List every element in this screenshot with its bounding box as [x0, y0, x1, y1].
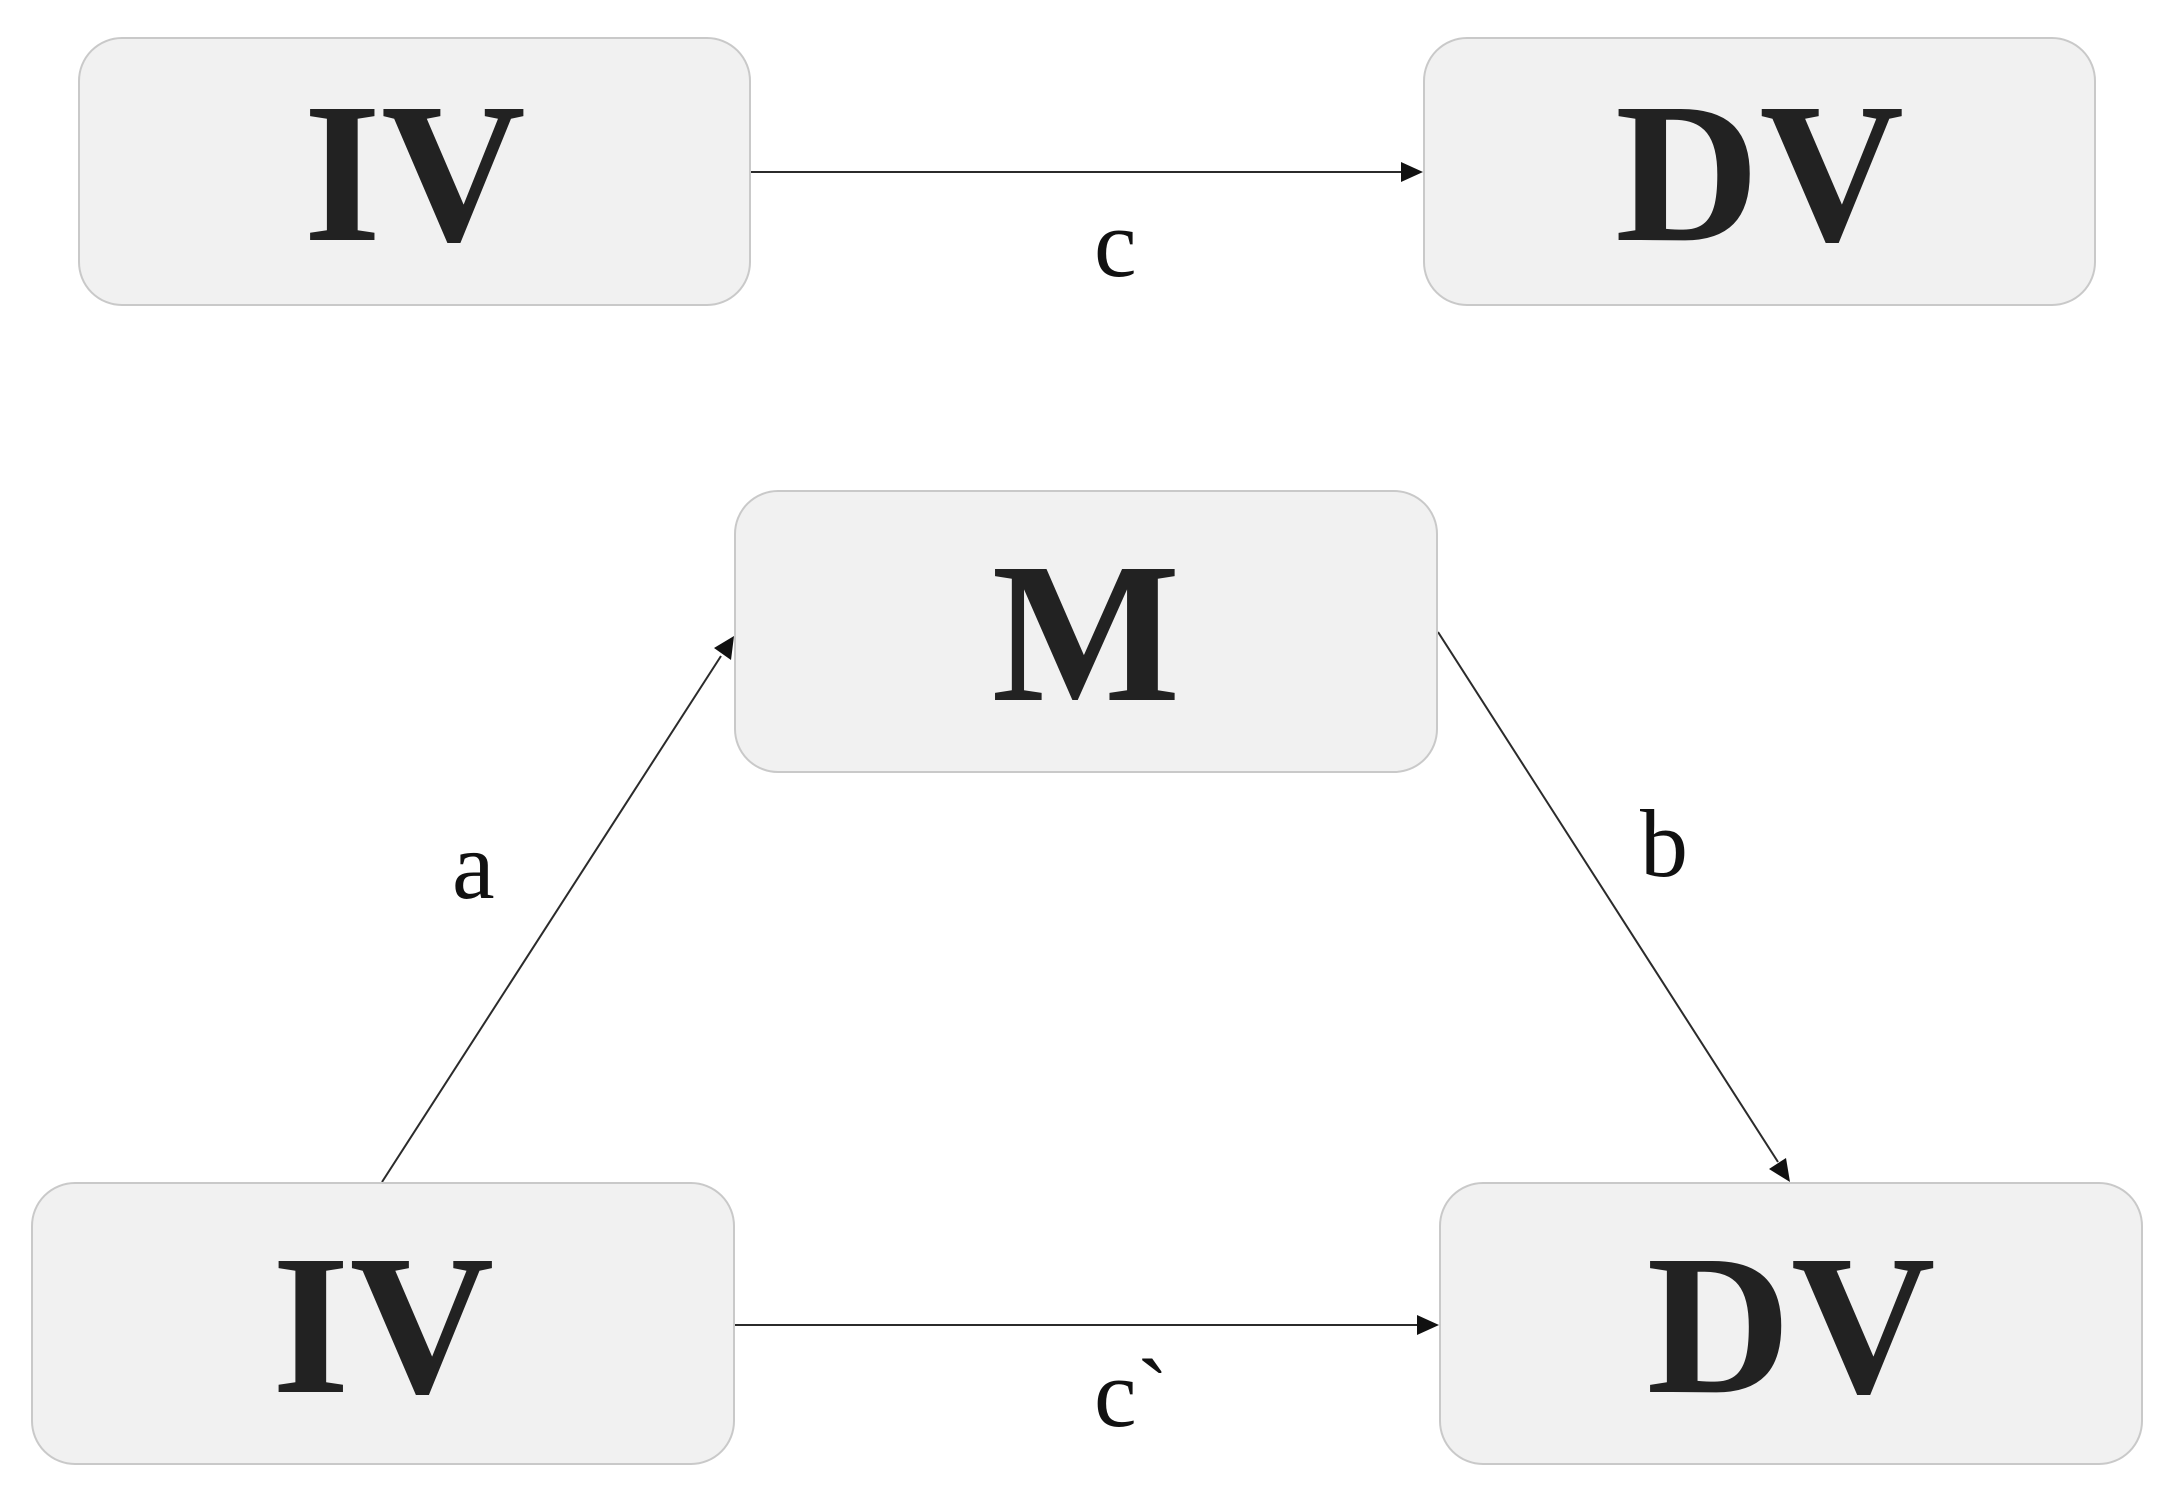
node-iv-mediation: IV: [31, 1182, 735, 1465]
node-iv-total-label: IV: [303, 62, 526, 284]
edge-a: [381, 636, 734, 1183]
edge-c: [751, 162, 1423, 182]
node-iv-mediation-label: IV: [271, 1214, 495, 1436]
node-dv-mediation-label: DV: [1646, 1214, 1936, 1436]
node-dv-total-label: DV: [1615, 62, 1904, 284]
node-mediator-label: M: [991, 522, 1181, 744]
node-dv-mediation: DV: [1439, 1182, 2143, 1465]
path-a-label: a: [452, 812, 495, 919]
node-iv-total: IV: [78, 37, 751, 306]
node-dv-total: DV: [1423, 37, 2096, 306]
edge-b: [1437, 631, 1790, 1182]
edge-c-prime: [735, 1315, 1439, 1335]
path-c-prime-label: c`: [1094, 1340, 1169, 1447]
path-c-label: c: [1094, 190, 1137, 297]
node-mediator: M: [734, 490, 1438, 773]
path-b-label: b: [1640, 790, 1688, 897]
